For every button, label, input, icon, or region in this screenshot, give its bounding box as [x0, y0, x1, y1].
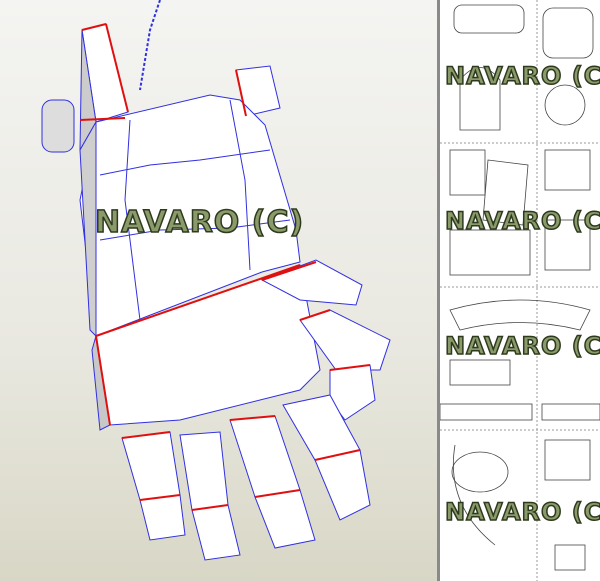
- cut-lines: [79, 23, 371, 511]
- 3d-model-view[interactable]: NAVARO (C): [0, 0, 437, 581]
- watermark: NAVARO (C): [94, 204, 305, 241]
- watermark: NAVARO (C): [444, 331, 600, 361]
- watermark: NAVARO (C): [444, 206, 600, 236]
- watermark: NAVARO (C): [444, 497, 600, 527]
- pattern-pieces: [440, 0, 600, 581]
- 2d-pattern-view[interactable]: NAVARO (C) NAVARO (C) NAVARO (C) NAVARO …: [440, 0, 600, 581]
- watermark: NAVARO (C): [444, 61, 600, 91]
- glove-3d-model: [41, 0, 391, 561]
- view-splitter[interactable]: [437, 0, 440, 581]
